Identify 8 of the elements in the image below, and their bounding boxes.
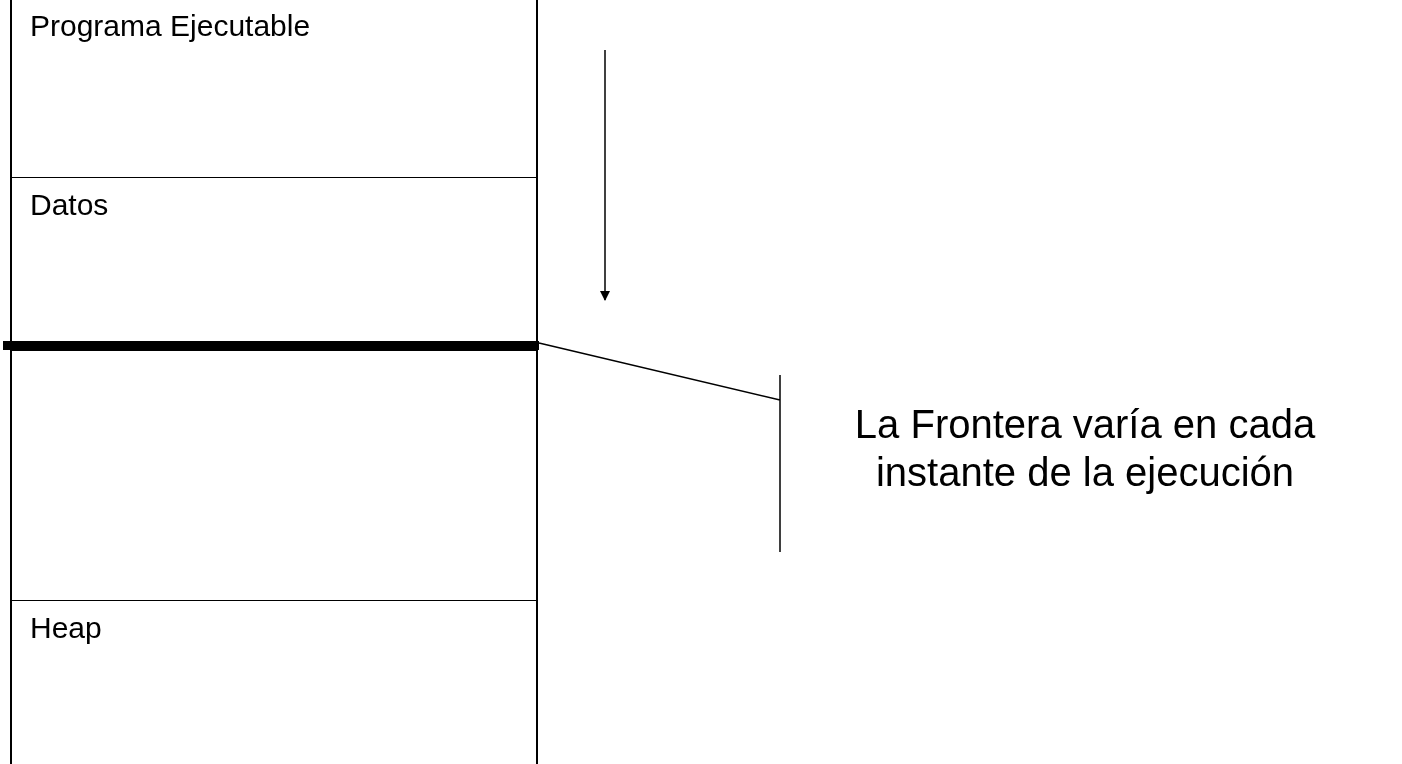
segment-label: Programa Ejecutable bbox=[30, 9, 311, 43]
segment-label: Datos bbox=[30, 188, 109, 222]
boundary-bar bbox=[3, 341, 539, 350]
leader-line bbox=[538, 342, 781, 553]
segment-label: Heap bbox=[30, 611, 102, 645]
callout-text: La Frontera varía en cada instante de la ejecución bbox=[800, 400, 1370, 500]
memory-segment-box bbox=[10, 600, 538, 764]
memory-segment-box bbox=[10, 0, 538, 177]
